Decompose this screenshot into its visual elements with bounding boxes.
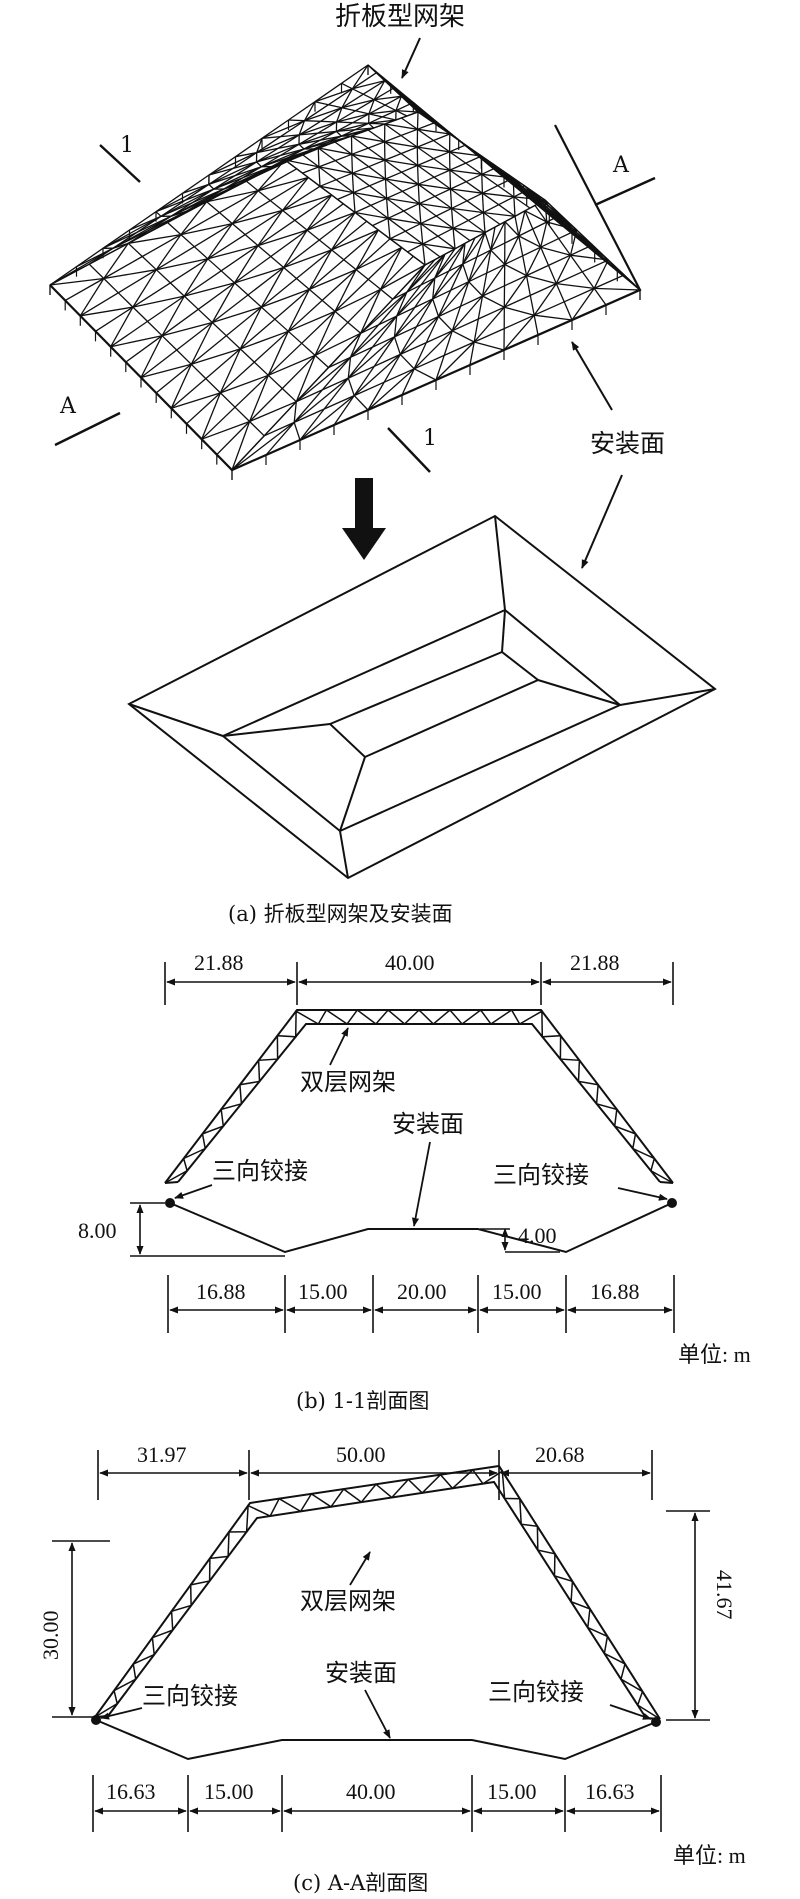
hinge-label-left-b: 三向铰接 [212, 1157, 308, 1185]
install-line-c [95, 1719, 657, 1761]
dim-b-bottom-5: 16.88 [590, 1279, 640, 1304]
dim-b-bottom-4: 15.00 [492, 1279, 542, 1304]
hinge-label-left-c-arrow [100, 1707, 143, 1720]
truss-label-b: 双层网架 [300, 1068, 396, 1096]
dim-b-bottom-3: 20.00 [397, 1279, 447, 1304]
dim-b-top-3: 21.88 [570, 950, 620, 975]
dim-c-bottom-2: 15.00 [204, 1779, 254, 1804]
dim-c-bottom-4: 15.00 [487, 1779, 537, 1804]
panel-a: 折板型网架 1 1 A A 安装面 (a) 折板 [49, 2, 717, 926]
install-arrow-truss [571, 341, 613, 411]
dim-b-top-2: 40.00 [385, 950, 435, 975]
section-a-mark-left [54, 411, 121, 447]
dim-c-bottom-5: 16.63 [585, 1779, 635, 1804]
install-surface-3d [127, 514, 717, 880]
bottom-dimension-b [167, 1275, 675, 1333]
hinge-right-c [651, 1717, 661, 1727]
truss-label-c-arrow [349, 1551, 371, 1586]
hinge-label-left-b-arrow [174, 1184, 213, 1199]
section-a-label-right: A [612, 153, 630, 178]
install-label-b-arrow [411, 1141, 431, 1227]
install-arrow-surface [581, 474, 623, 569]
install-label-c-arrow [364, 1689, 391, 1739]
bottom-dimension-c [92, 1775, 662, 1832]
hinge-label-right-c-arrow [609, 1704, 652, 1720]
hinge-label-right-b: 三向铰接 [493, 1161, 589, 1189]
dim-c-bottom-1: 16.63 [106, 1779, 156, 1804]
dim-b-height-left: 8.00 [78, 1218, 117, 1243]
height-dimension-b [130, 1202, 560, 1257]
dim-c-top-3: 20.68 [535, 1442, 585, 1467]
truss-label-arrow [401, 37, 421, 79]
unit-c: 单位: m [673, 1843, 746, 1868]
hinge-right-b [667, 1198, 677, 1208]
truss-section-c [94, 1464, 661, 1720]
dim-b-bottom-2: 15.00 [298, 1279, 348, 1304]
truss-perimeter [49, 124, 642, 472]
dim-c-top-1: 31.97 [137, 1442, 187, 1467]
truss-label-c: 双层网架 [300, 1587, 396, 1615]
dim-b-bottom-1: 16.88 [196, 1279, 246, 1304]
truss-label-b-arrow [329, 1027, 349, 1066]
dim-c-bottom-3: 40.00 [346, 1779, 396, 1804]
caption-c: (c) A-A剖面图 [293, 1871, 428, 1895]
dim-c-height-left: 30.00 [38, 1611, 63, 1661]
section-1-label-right: 1 [423, 426, 437, 451]
space-truss-3d [49, 64, 641, 480]
caption-b: (b) 1-1剖面图 [296, 1389, 429, 1413]
truss-label-a: 折板型网架 [335, 2, 465, 32]
truss-section-b [164, 1008, 674, 1184]
section-1-mark-left [99, 144, 141, 183]
dim-c-height-right: 41.67 [712, 1570, 737, 1620]
down-arrow-icon [342, 478, 386, 560]
install-line-b [169, 1202, 673, 1254]
unit-b: 单位: m [678, 1342, 751, 1367]
hinge-label-right-b-arrow [617, 1187, 668, 1201]
section-1-mark-right [387, 427, 431, 473]
section-a-mark-right [594, 176, 656, 207]
panel-c: 31.97 50.00 20.68 30.00 41.67 [38, 1442, 746, 1895]
dim-b-height-inner: 4.00 [518, 1223, 557, 1248]
top-dimension-b [164, 962, 674, 1005]
hinge-label-left-c: 三向铰接 [142, 1682, 238, 1710]
hinge-label-right-c: 三向铰接 [488, 1678, 584, 1706]
section-1-label-left: 1 [120, 133, 134, 158]
caption-a: (a) 折板型网架及安装面 [228, 902, 453, 926]
install-label-a: 安装面 [590, 429, 665, 458]
panel-b: 21.88 40.00 21.88 8.00 4.00 1 [78, 950, 751, 1413]
hinge-left-b [165, 1198, 175, 1208]
install-label-b: 安装面 [392, 1110, 464, 1138]
section-a-label-left: A [59, 394, 77, 419]
dim-c-top-2: 50.00 [336, 1442, 386, 1467]
height-dimension-c [52, 1510, 710, 1721]
top-dimension-c [97, 1450, 653, 1500]
install-label-c: 安装面 [325, 1659, 397, 1687]
dim-b-top-1: 21.88 [194, 950, 244, 975]
